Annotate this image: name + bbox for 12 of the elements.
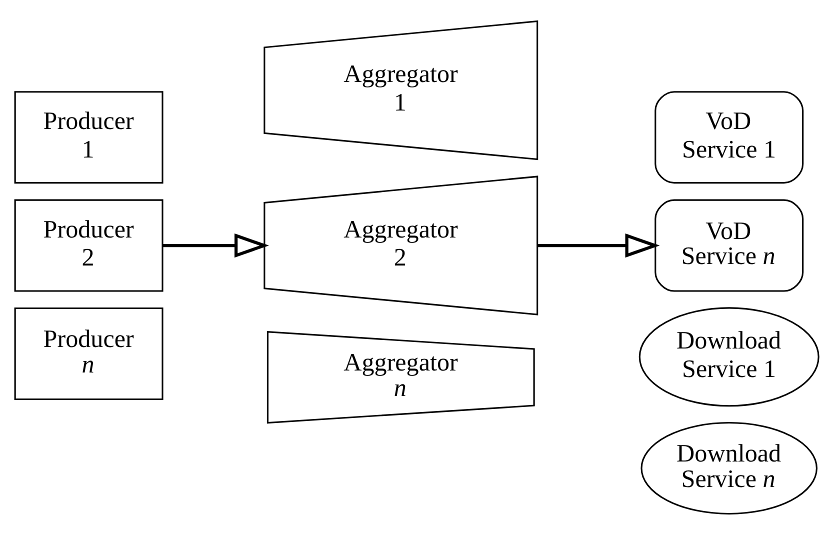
node-box: VoD Service 1: [654, 90, 804, 184]
node-box: Producer 2: [14, 198, 164, 292]
arrow: [537, 232, 660, 258]
node-box: Aggregator 2: [264, 175, 538, 315]
node-box: Aggregator n: [266, 330, 535, 424]
node-box: Producer 1: [14, 90, 164, 184]
node-box: VoD Service n: [654, 198, 804, 292]
node-box: Producer n: [14, 306, 164, 400]
node-ellipse: Download Service n: [640, 421, 818, 514]
node-box: Aggregator 1: [264, 20, 538, 160]
node-ellipse: Download Service 1: [638, 306, 820, 406]
arrow: [162, 232, 270, 258]
